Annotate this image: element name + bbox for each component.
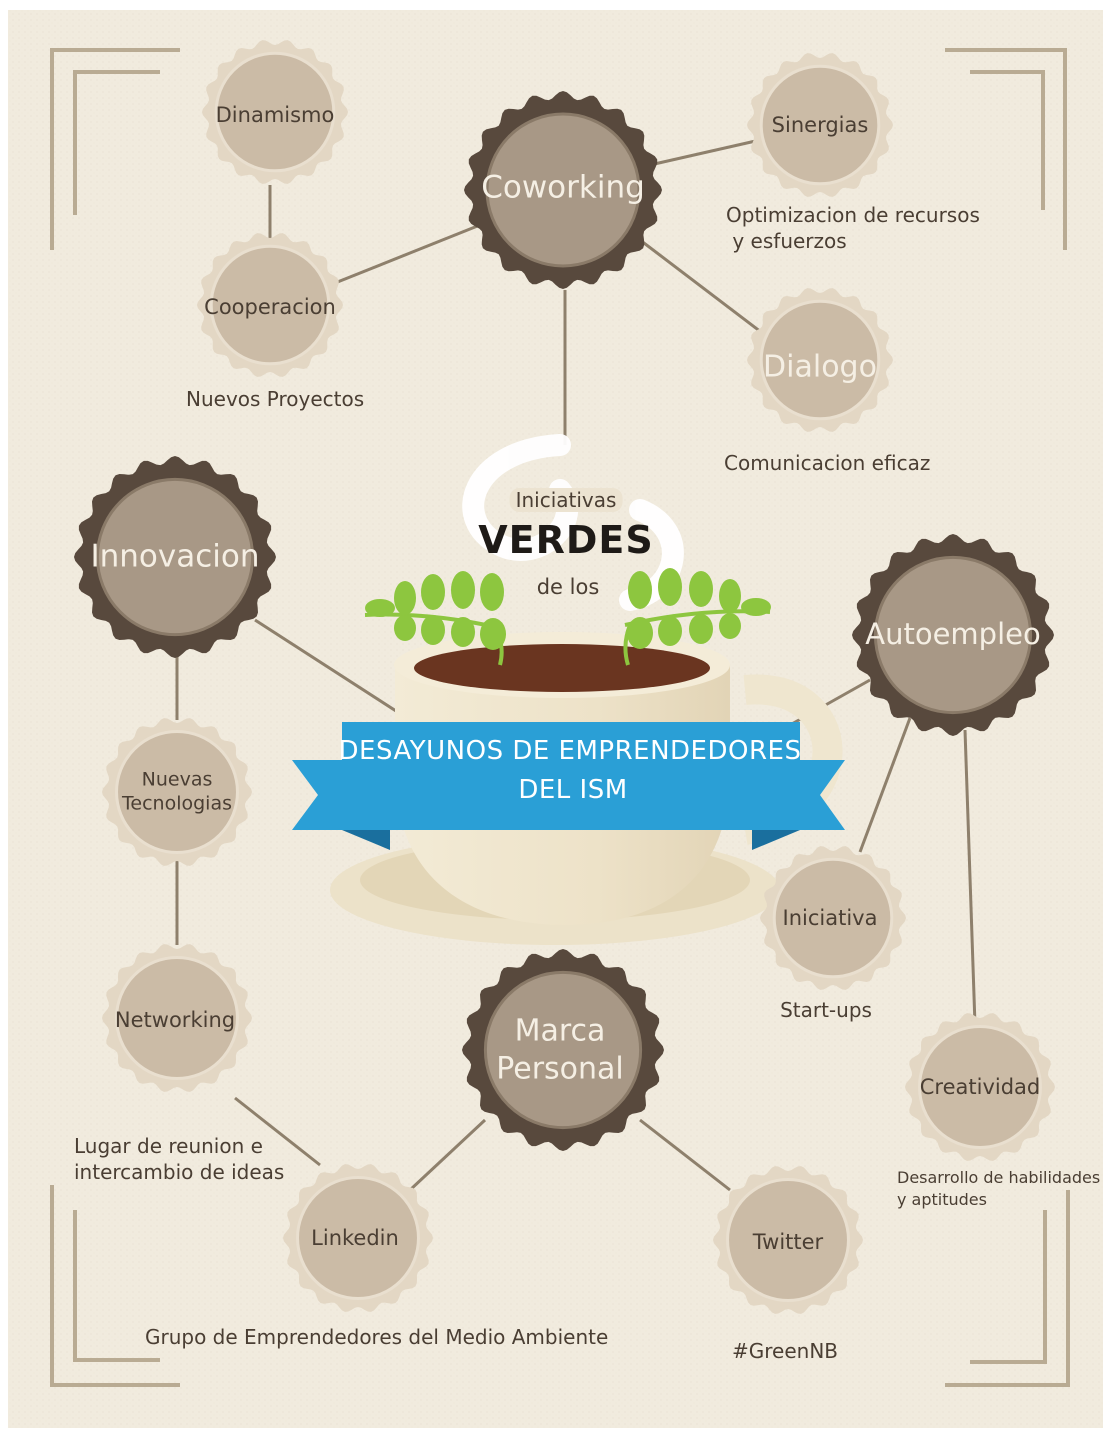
node-nuevas-tecnologias-label: Nuevas Tecnologias bbox=[122, 768, 232, 814]
node-marca-personal-label: Marca Personal bbox=[496, 1013, 624, 1087]
node-networking bbox=[102, 944, 252, 1092]
node-cooperacion-label: Cooperacion bbox=[204, 294, 336, 319]
node-autoempleo-face bbox=[873, 555, 1033, 715]
node-nuevas-tecnologias bbox=[102, 718, 252, 866]
node-sinergias-face bbox=[759, 64, 881, 186]
title-top: Iniciativas bbox=[509, 488, 623, 512]
node-coworking-face bbox=[485, 112, 641, 268]
node-innovacion-face bbox=[95, 477, 255, 637]
node-autoempleo-label: Autoempleo bbox=[865, 616, 1041, 651]
title-main: VERDES bbox=[478, 518, 654, 562]
title-banner bbox=[292, 722, 845, 850]
caption-optimizacion: Optimizacion de recursos y esfuerzos bbox=[726, 203, 980, 253]
node-iniciativa-face bbox=[772, 857, 894, 979]
node-dialogo-face bbox=[759, 299, 881, 421]
corner-brackets bbox=[50, 48, 1070, 1387]
caption-comunicacion: Comunicacion eficaz bbox=[724, 451, 931, 475]
node-sinergias bbox=[747, 53, 893, 197]
title-bottom: de los bbox=[536, 575, 600, 599]
node-dialogo bbox=[747, 288, 893, 432]
caption-hashtag: #GreenNB bbox=[731, 1339, 839, 1363]
banner-line-2: DEL ISM bbox=[518, 775, 628, 805]
connector-lines bbox=[175, 138, 977, 1192]
node-autoempleo bbox=[852, 534, 1054, 736]
node-creatividad-label: Creatividad bbox=[919, 1074, 1041, 1099]
node-coworking bbox=[464, 91, 662, 289]
node-cooperacion-face bbox=[209, 244, 331, 366]
node-nuevas-tecnologias-face bbox=[115, 730, 239, 854]
banner-line-1: DESAYUNOS DE EMPRENDEDORES bbox=[338, 736, 802, 766]
node-cooperacion bbox=[197, 233, 343, 377]
node-innovacion bbox=[74, 456, 276, 658]
node-dinamismo bbox=[202, 40, 348, 184]
node-linkedin bbox=[283, 1164, 433, 1312]
node-dinamismo-face bbox=[214, 51, 336, 173]
node-iniciativa-label: Iniciativa bbox=[782, 905, 878, 930]
node-creatividad bbox=[905, 1013, 1055, 1161]
caption-lugar: Lugar de reunion e intercambio de ideas bbox=[74, 1134, 285, 1184]
caption-nuevos-proyectos: Nuevos Proyectos bbox=[186, 387, 365, 411]
caption-start-ups: Start-ups bbox=[780, 998, 872, 1022]
node-linkedin-face bbox=[296, 1176, 420, 1300]
node-marca-personal-face bbox=[483, 970, 643, 1130]
node-networking-label: Networking bbox=[114, 1007, 236, 1032]
node-layer bbox=[74, 40, 1055, 1314]
node-dialogo-label: Dialogo bbox=[763, 349, 877, 385]
node-coworking-label: Coworking bbox=[481, 169, 645, 206]
node-twitter bbox=[713, 1166, 863, 1314]
node-dinamismo-label: Dinamismo bbox=[215, 102, 335, 127]
sprout-right bbox=[623, 568, 771, 666]
node-twitter-label: Twitter bbox=[752, 1229, 824, 1254]
node-innovacion-label: Innovacion bbox=[90, 538, 260, 575]
node-creatividad-face bbox=[918, 1025, 1042, 1149]
caption-grupo: Grupo de Emprendedores del Medio Ambient… bbox=[145, 1325, 609, 1349]
node-twitter-face bbox=[726, 1178, 850, 1302]
sprout-left bbox=[364, 571, 506, 666]
node-networking-face bbox=[115, 956, 239, 1080]
caption-desarrollo: Desarrollo de habilidades y aptitudes bbox=[897, 1168, 1101, 1209]
node-iniciativa bbox=[760, 846, 906, 990]
node-linkedin-label: Linkedin bbox=[311, 1225, 399, 1250]
node-sinergias-label: Sinergias bbox=[771, 112, 869, 137]
node-marca-personal bbox=[462, 949, 664, 1151]
